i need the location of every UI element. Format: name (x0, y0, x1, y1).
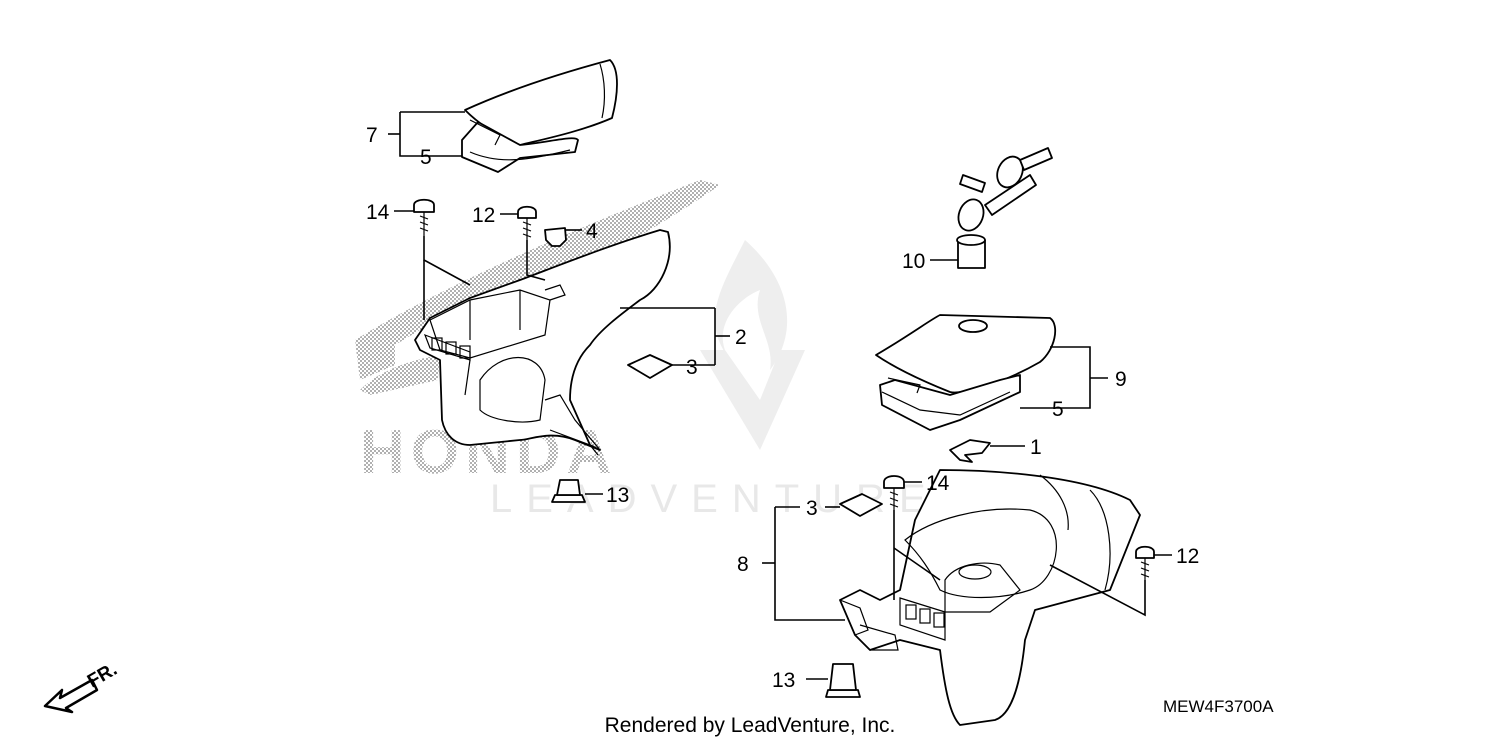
callout-5-right: 5 (1052, 398, 1064, 421)
callout-9: 9 (1115, 368, 1127, 391)
part-spring-clip (949, 439, 991, 463)
footer-credit: Rendered by LeadVenture, Inc. (604, 714, 896, 737)
callout-2: 2 (735, 326, 747, 349)
callout-5-left: 5 (420, 146, 432, 169)
callout-1: 1 (1030, 436, 1042, 459)
leader-lines (388, 111, 1172, 680)
callout-10: 10 (902, 250, 925, 273)
callout-3-left: 3 (686, 356, 698, 379)
callout-14-left: 14 (366, 201, 390, 224)
callout-7: 7 (366, 124, 378, 147)
part-side-cover-right (839, 469, 1141, 726)
callout-14-right: 14 (926, 472, 950, 495)
part-lid-cover-right (875, 314, 1057, 431)
callout-13-left: 13 (606, 484, 629, 507)
part-grommet-left (551, 479, 586, 503)
part-side-cover-left (414, 229, 671, 456)
callout-12-right: 12 (1176, 545, 1199, 568)
part-bolt-left (413, 198, 435, 236)
part-pad-right (839, 493, 883, 517)
front-direction-arrow: FR. (43, 659, 121, 714)
part-bolt-right (883, 475, 905, 510)
callout-13-right: 13 (772, 669, 795, 692)
callout-8: 8 (737, 553, 749, 576)
part-screw-right (1135, 545, 1155, 580)
part-screw-left (517, 205, 537, 240)
part-key-lock (956, 147, 1053, 269)
part-grommet-right (825, 663, 861, 698)
part-clip (544, 227, 567, 247)
callout-labels: 7 5 14 12 4 2 3 13 10 9 5 1 14 3 8 12 13 (366, 124, 1199, 692)
callout-3-right: 3 (806, 497, 818, 520)
part-pad-left (627, 354, 673, 379)
callout-12-left: 12 (472, 204, 495, 227)
diagram-code: MEW4F3700A (1163, 697, 1274, 716)
part-lid-cover-left (461, 59, 618, 173)
callout-4: 4 (586, 220, 598, 243)
